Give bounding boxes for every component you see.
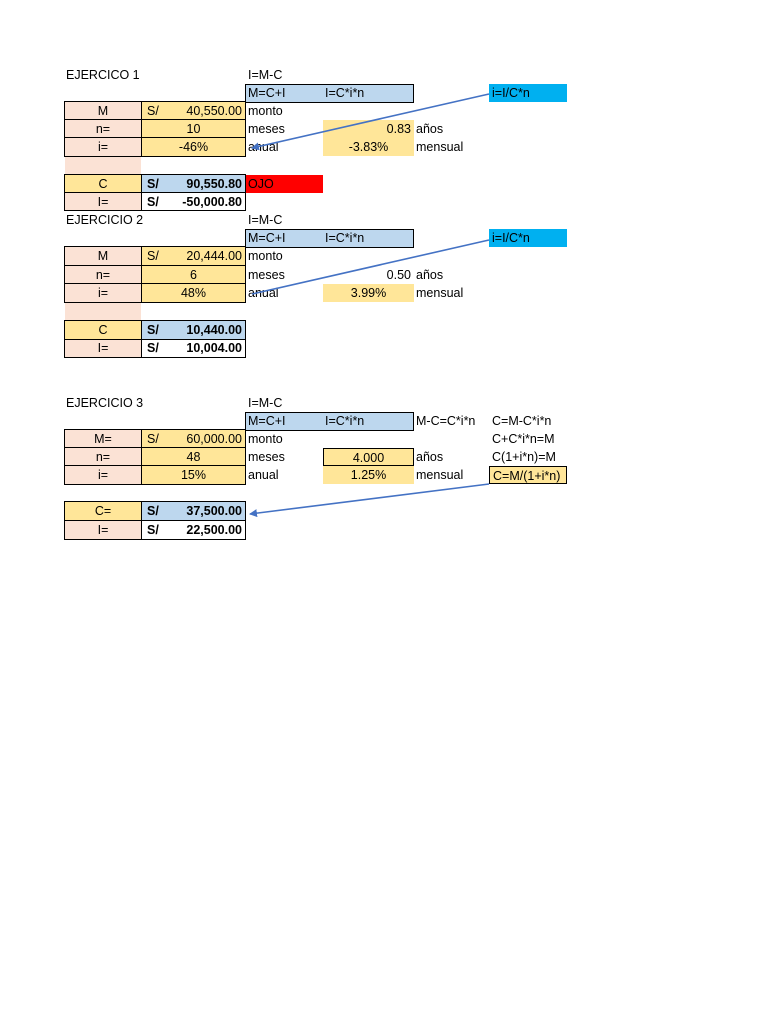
ej2-i-month[interactable]: 3.99% — [323, 284, 414, 302]
ej1-i-unit: anual — [248, 140, 279, 154]
ej3-ii-currency: S/ — [147, 523, 159, 537]
ej1-n-label: n= — [65, 120, 141, 138]
ej2-formula-m-c-i: M=C+I — [248, 231, 286, 245]
ej2-ii-value[interactable]: 10,004.00 — [186, 341, 242, 355]
ej2-formula-i-cin: I=C*i*n — [325, 231, 365, 245]
ej3-ii-value[interactable]: 22,500.00 — [186, 523, 242, 537]
ej3-i-value[interactable]: 15% — [141, 466, 246, 484]
ej2-c-currency: S/ — [147, 323, 159, 337]
ej1-n-years-unit: años — [416, 122, 444, 136]
ej3-c-currency: S/ — [147, 504, 159, 518]
ej2-formula-i-m-c: I=M-C — [248, 213, 283, 227]
ej3-formula-bar — [245, 412, 414, 431]
ej3-i-unit: anual — [248, 468, 279, 482]
ej3-m-label: M= — [65, 430, 141, 448]
ej2-m-value[interactable]: 20,444.00 — [186, 249, 242, 263]
ej3-formula-i-m-c: I=M-C — [248, 396, 283, 410]
ej3-derivation-2: C+C*i*n=M — [492, 432, 555, 446]
ej3-n-unit: meses — [248, 450, 285, 464]
ej1-m-unit: monto — [248, 104, 283, 118]
ej3-n-years[interactable]: 4.000 — [323, 448, 414, 466]
ej1-c-currency: S/ — [147, 177, 159, 191]
ej2-c-label: C — [65, 321, 141, 339]
ej1-formula-i-cin: I=C*i*n — [325, 86, 365, 100]
ej3-m-currency: S/ — [147, 432, 159, 446]
ej2-i-label: i= — [65, 284, 141, 302]
ej1-m-value[interactable]: 40,550.00 — [186, 104, 242, 118]
ej2-spacer — [65, 303, 141, 321]
ej3-i-label: i= — [65, 466, 141, 484]
ej2-i-value[interactable]: 48% — [141, 284, 246, 302]
ej3-c-value[interactable]: 37,500.00 — [186, 504, 242, 518]
ej3-derivation-1: C=M-C*i*n — [492, 414, 552, 428]
ej1-spacer — [65, 157, 141, 175]
ej1-c-bg — [141, 175, 246, 193]
ej3-title: EJERCICIO 3 — [66, 396, 144, 410]
ej3-m-unit: monto — [248, 432, 283, 446]
ej3-m-value[interactable]: 60,000.00 — [186, 432, 242, 446]
ej1-n-unit: meses — [248, 122, 285, 136]
ej1-warning-note: OJO — [245, 175, 323, 193]
ej3-n-years-unit: años — [416, 450, 444, 464]
ej2-n-unit: meses — [248, 268, 285, 282]
ej1-i-label: i= — [65, 138, 141, 156]
ej1-ii-label: I= — [65, 193, 141, 211]
ej3-formula-i-cin: I=C*i*n — [325, 414, 365, 428]
ej2-m-bg — [141, 247, 246, 265]
ej3-i-month-unit: mensual — [416, 468, 464, 482]
ej2-c-bg — [141, 321, 246, 339]
ej1-c-label: C — [65, 175, 141, 193]
ej3-ii-label: I= — [65, 521, 141, 539]
ej2-i-unit: anual — [248, 286, 279, 300]
ej3-n-value[interactable]: 48 — [141, 448, 246, 466]
ej3-i-month[interactable]: 1.25% — [323, 466, 414, 484]
ej2-n-label: n= — [65, 266, 141, 284]
ej1-m-currency: S/ — [147, 104, 159, 118]
ej2-ii-currency: S/ — [147, 341, 159, 355]
ej1-ii-value[interactable]: -50,000.80 — [182, 195, 242, 209]
ej3-m-bg — [141, 430, 246, 448]
ej3-derivation-3: C(1+i*n)=M — [492, 450, 556, 464]
ej2-ii-label: I= — [65, 339, 141, 357]
ej2-m-label: M — [65, 247, 141, 265]
ej2-title: EJERCICIO 2 — [66, 213, 144, 227]
ej1-i-month[interactable]: -3.83% — [323, 138, 414, 156]
ej1-n-years[interactable]: 0.83 — [323, 120, 414, 138]
ej1-i-value[interactable]: -46% — [141, 138, 246, 156]
ej2-m-currency: S/ — [147, 249, 159, 263]
ej3-formula-m-c-i: M=C+I — [248, 414, 286, 428]
ej2-i-month-unit: mensual — [416, 286, 464, 300]
ej1-m-label: M — [65, 102, 141, 120]
ej3-n-label: n= — [65, 448, 141, 466]
ej2-formula-i-ic: i=I/C*n — [489, 229, 567, 247]
ej2-m-unit: monto — [248, 249, 283, 263]
ej3-formula-m-minus-c: M-C=C*i*n — [416, 414, 476, 428]
ej1-ii-currency: S/ — [147, 195, 159, 209]
ej3-c-label: C= — [65, 502, 141, 520]
ej1-formula-m-c-i: M=C+I — [248, 86, 286, 100]
ej1-n-value[interactable]: 10 — [141, 120, 246, 138]
ej2-n-years[interactable]: 0.50 — [386, 268, 411, 282]
ej3-arrow — [249, 483, 490, 518]
ej1-formula-i-ic: i=I/C*n — [489, 84, 567, 102]
ej3-derivation-4: C=M/(1+i*n) — [489, 466, 567, 484]
ej3-c-bg — [141, 502, 246, 520]
ej2-c-value[interactable]: 10,440.00 — [186, 323, 242, 337]
ej1-formula-i-m-c: I=M-C — [248, 68, 283, 82]
ej2-n-value[interactable]: 6 — [141, 266, 246, 284]
ej1-i-month-unit: mensual — [416, 140, 464, 154]
ej1-c-value[interactable]: 90,550.80 — [186, 177, 242, 191]
ej2-n-years-unit: años — [416, 268, 444, 282]
ej1-m-bg — [141, 102, 246, 120]
ej1-title: EJERCICO 1 — [66, 68, 140, 82]
